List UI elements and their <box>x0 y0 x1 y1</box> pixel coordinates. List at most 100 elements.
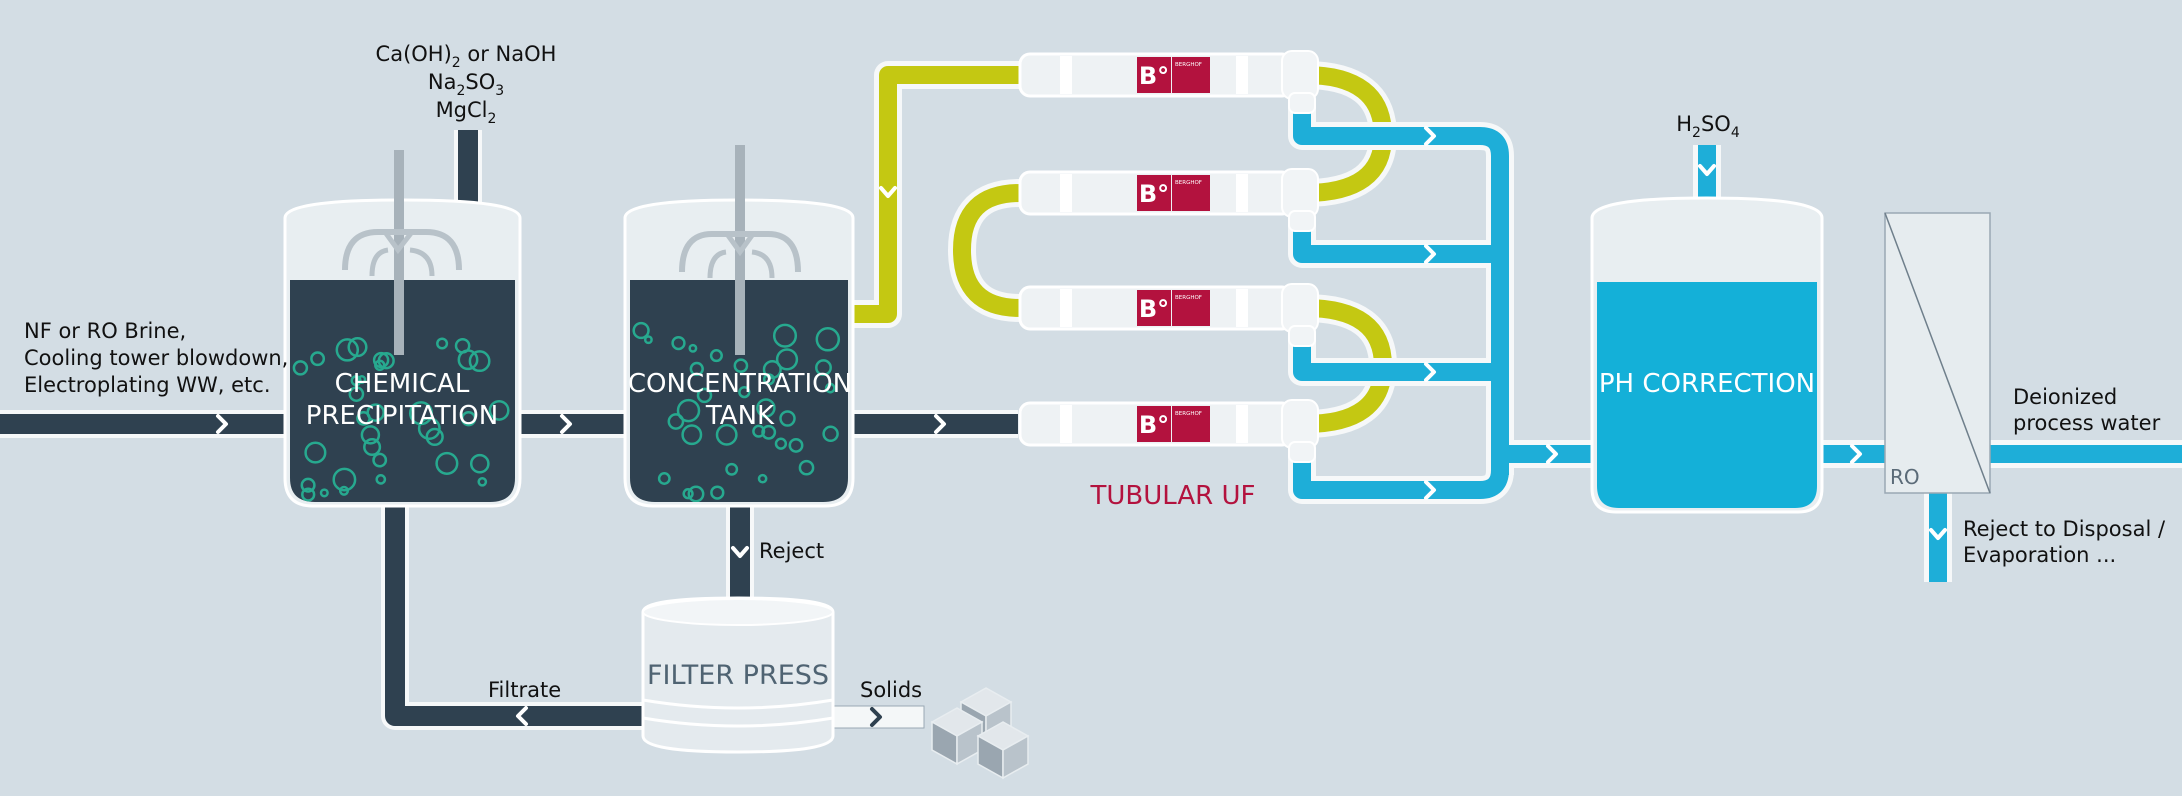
uf-module: B° BERGHOF <box>1018 168 1319 232</box>
bubble <box>715 423 738 446</box>
arrow-right-icon <box>934 414 946 434</box>
bubble <box>375 474 387 485</box>
bubble <box>643 335 653 345</box>
bubble <box>360 425 381 445</box>
bubble <box>822 425 839 443</box>
bubble <box>756 398 776 418</box>
ro-unit: RO <box>1884 212 1991 494</box>
product-label-line-2: process water <box>2013 411 2161 435</box>
reject-label: Reject <box>759 539 824 563</box>
bubble <box>775 348 799 371</box>
ro-label: RO <box>1890 465 1920 489</box>
bubble <box>657 472 671 485</box>
feed-label: NF or RO Brine, Cooling tower blowdown, … <box>24 319 288 397</box>
bubble <box>696 387 713 404</box>
ro-reject-label-line-2: Evaporation ... <box>1963 543 2116 567</box>
bubble <box>772 323 798 348</box>
arrow-right-icon <box>1850 444 1862 464</box>
bubble <box>347 337 368 358</box>
bubble <box>710 485 725 500</box>
module-brand: BERGHOF <box>1175 295 1202 301</box>
filter-press-label: FILTER PRESS <box>647 660 829 691</box>
bubble <box>774 437 788 450</box>
chemical-precipitation-tank: CHEMICAL PRECIPITATION <box>283 150 522 508</box>
bubble <box>363 437 382 457</box>
bubble <box>738 385 751 399</box>
solids-pipe <box>829 705 925 729</box>
bubble <box>752 424 766 438</box>
arrow-right-icon <box>1424 480 1436 500</box>
acid-label: H2SO4 <box>1676 112 1740 141</box>
module-logo: B° <box>1139 295 1169 323</box>
uf-module: B° BERGHOF <box>1018 283 1319 347</box>
bubble <box>408 401 434 426</box>
chemicals-label: Ca(OH)2 or NaOH Na2SO3 MgCl2 <box>376 42 557 127</box>
bubble <box>477 476 488 487</box>
bubble <box>356 411 371 426</box>
bubble <box>374 359 386 372</box>
bubble <box>687 485 705 502</box>
bubble <box>688 343 698 353</box>
arrow-right-icon <box>1424 244 1436 264</box>
solids-cubes-icon <box>930 687 1030 780</box>
bubble <box>689 361 704 377</box>
ph-correction-label: PH CORRECTION <box>1599 369 1815 399</box>
chemical-line-2: Na2SO3 <box>428 70 504 99</box>
ph-correction-tank: PH CORRECTION <box>1590 196 1824 514</box>
bubble <box>460 411 477 427</box>
arrow-down-icon <box>879 186 897 198</box>
chemical-precipitation-label-2: PRECIPITATION <box>306 401 498 431</box>
bubble <box>725 462 739 476</box>
bubble <box>436 337 449 350</box>
bubble <box>335 338 360 362</box>
arrow-right-icon <box>1546 444 1558 464</box>
feed-label-line-1: NF or RO Brine, <box>24 319 186 343</box>
bubble <box>338 485 350 496</box>
module-brand: BERGHOF <box>1175 180 1202 186</box>
filter-press: FILTER PRESS <box>641 596 835 754</box>
uf-module: B°BERGHOF <box>1018 399 1319 463</box>
chemical-line-3: MgCl2 <box>436 98 497 127</box>
bubble <box>779 410 796 427</box>
bubble <box>435 451 459 475</box>
module-logo: B° <box>1139 411 1169 439</box>
ro-reject-label-line-1: Reject to Disposal / <box>1963 517 2166 541</box>
chemical-line-1: Ca(OH)2 or NaOH <box>376 42 557 71</box>
arrow-down-icon <box>1698 164 1716 176</box>
bubble <box>319 488 329 498</box>
arrow-right-icon <box>1424 126 1436 146</box>
bubble <box>681 424 703 446</box>
arrow-right-icon <box>560 414 572 434</box>
bubble <box>348 386 365 402</box>
bubble <box>682 488 694 500</box>
bubble <box>301 487 316 502</box>
bubble <box>671 335 686 351</box>
concentration-tank-label-1: CONCENTRATION <box>628 369 852 399</box>
bubble <box>332 467 357 492</box>
solids-label: Solids <box>860 678 922 702</box>
bubble <box>357 375 367 384</box>
feed-label-line-3: Electroplating WW, etc. <box>24 373 271 397</box>
bubble <box>468 350 491 373</box>
bubble <box>300 477 316 493</box>
bubble <box>815 327 841 352</box>
arrow-down-icon <box>1929 528 1947 540</box>
tubular-uf-label: TUBULAR UF <box>1090 481 1256 511</box>
bubble <box>488 399 510 421</box>
bubble <box>824 382 836 394</box>
concentration-tank: CONCENTRATION TANK <box>623 145 855 508</box>
arrow-right-icon <box>870 707 882 727</box>
concentration-tank-label-2: TANK <box>705 401 775 431</box>
bubble <box>733 358 749 374</box>
arrow-left-icon <box>516 706 528 726</box>
bubble <box>310 351 326 367</box>
bubble <box>788 437 804 453</box>
bubble <box>454 337 471 354</box>
arrow-right-icon <box>1424 362 1436 382</box>
bubble <box>667 413 685 430</box>
bubble <box>761 424 777 440</box>
module-logo: B° <box>1139 180 1169 208</box>
bubble <box>372 452 388 468</box>
